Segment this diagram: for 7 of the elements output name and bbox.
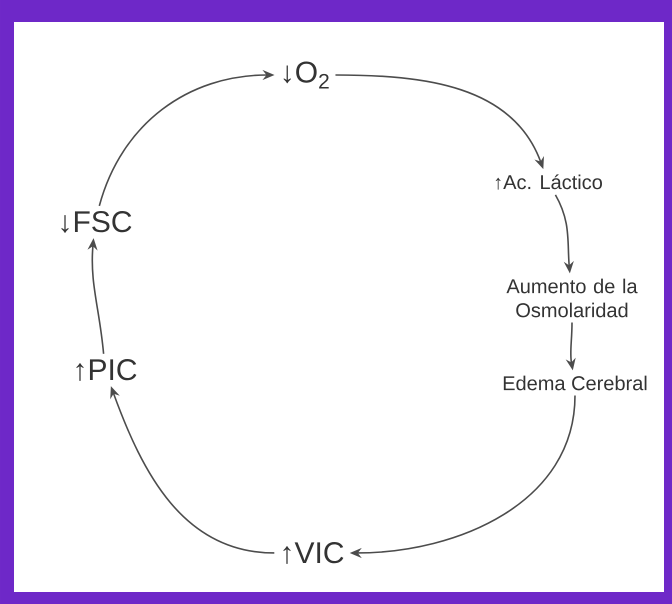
cycle-label: Aumento de la Osmolaridad: [506, 278, 638, 318]
cycle-label: ↑VIC: [283, 542, 344, 564]
cycle-label: ↓O$_{2}$: [284, 61, 329, 88]
cycle-label: ↑PIC: [76, 359, 136, 381]
cycle-label: ↓FSC: [62, 211, 132, 233]
cycle-label: ↑Ac. Láctico: [496, 174, 602, 190]
cycle-label: Edema Cerebral: [504, 376, 646, 390]
